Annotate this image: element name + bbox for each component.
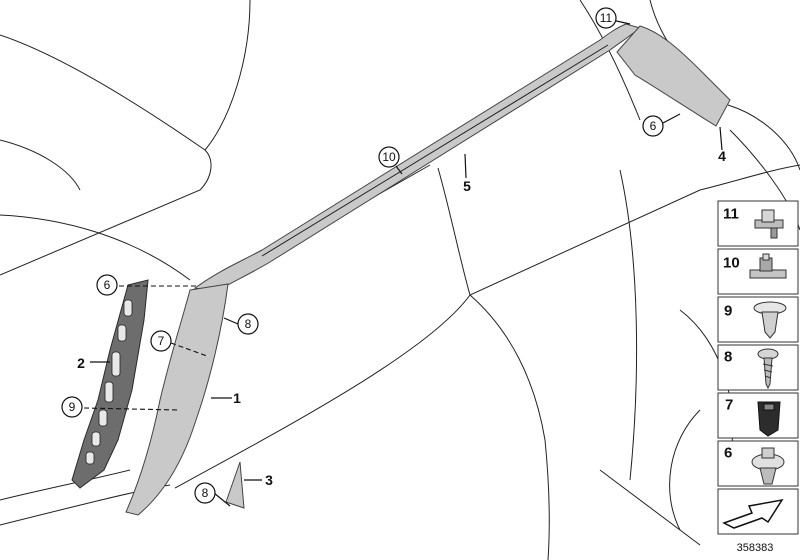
push-rivet-icon (753, 301, 787, 339)
screw-icon (757, 348, 779, 390)
roof-trim-strip (193, 23, 642, 293)
c-pillar-trim (616, 25, 731, 127)
callout-2: 2 (77, 355, 85, 371)
svg-text:9: 9 (69, 400, 76, 414)
svg-text:3: 3 (265, 472, 273, 488)
triangle-cover (225, 461, 245, 509)
legend-item-9: 9 (717, 296, 799, 343)
legend-item-10: 10 (717, 248, 799, 295)
direction-arrow-icon (722, 498, 784, 529)
legend-item-8: 8 (717, 344, 799, 391)
svg-text:5: 5 (463, 178, 471, 194)
legend-item-7: 7 (717, 392, 799, 439)
svg-text:6: 6 (650, 119, 657, 133)
svg-text:6: 6 (724, 445, 732, 462)
svg-text:8: 8 (202, 486, 209, 500)
drawing-number: 358383 (737, 542, 774, 554)
callout-10: 10 (378, 146, 400, 168)
leader-lines (83, 19, 723, 507)
svg-text:6: 6 (104, 278, 111, 292)
grommet-nut-icon (757, 401, 781, 437)
svg-text:1: 1 (233, 390, 241, 406)
svg-text:8: 8 (724, 349, 732, 366)
callout-4: 4 (718, 148, 726, 164)
svg-text:11: 11 (600, 11, 613, 25)
legend-item-6: 6 (717, 440, 799, 487)
callout-5: 5 (463, 178, 471, 194)
callout-8-bottom: 8 (194, 482, 216, 504)
callout-8-right: 8 (237, 313, 259, 335)
legend-panel: 11 10 9 (717, 200, 799, 535)
callout-3: 3 (265, 472, 273, 488)
callout-9: 9 (61, 396, 83, 418)
svg-text:4: 4 (718, 148, 726, 164)
svg-text:9: 9 (724, 303, 732, 320)
legend-direction-box (717, 488, 799, 535)
callout-11-top: 11 (595, 7, 617, 29)
callout-1: 1 (233, 390, 241, 406)
legend-item-11: 11 (717, 200, 799, 247)
svg-text:7: 7 (158, 334, 165, 348)
pillar-bracket (71, 279, 149, 489)
svg-text:11: 11 (723, 206, 739, 223)
snap-clip-icon (754, 209, 784, 239)
svg-text:10: 10 (723, 255, 740, 272)
clip-icon (749, 253, 787, 279)
svg-text:10: 10 (382, 150, 396, 164)
svg-text:8: 8 (245, 317, 252, 331)
svg-text:7: 7 (725, 397, 733, 414)
callout-6-top: 6 (642, 115, 664, 137)
expanding-rivet-icon (751, 447, 785, 485)
a-pillar-trim (125, 283, 229, 516)
callout-7: 7 (150, 330, 172, 352)
callout-6-left: 6 (96, 274, 118, 296)
svg-text:2: 2 (77, 355, 85, 371)
